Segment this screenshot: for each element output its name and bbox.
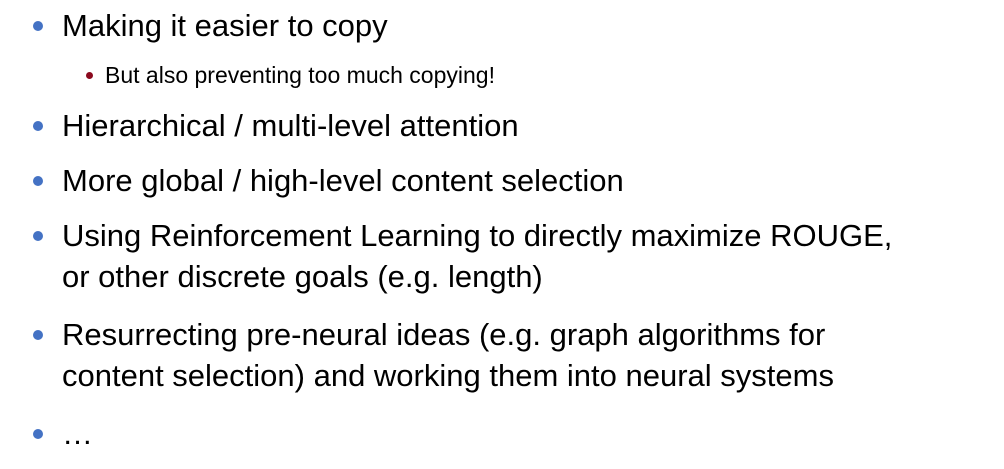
bullet-dot-4 [33, 231, 43, 241]
bullet-item-4: Using Reinforcement Learning to directly… [62, 215, 892, 297]
bullet-item-6: … [62, 416, 93, 451]
bullet-item-5-line-1: Resurrecting pre-neural ideas (e.g. grap… [62, 317, 826, 352]
bullet-item-1: Making it easier to copy [62, 8, 388, 43]
bullet-item-4-line-1: Using Reinforcement Learning to directly… [62, 218, 893, 253]
bullet-dot-3 [33, 176, 43, 186]
bullet-dot-6 [33, 429, 43, 439]
bullet-dot-1 [33, 21, 43, 31]
sub-bullet-item-1: But also preventing too much copying! [105, 62, 495, 88]
bullet-dot-5 [33, 330, 43, 340]
bullet-item-5-line-2: content selection) and working them into… [62, 358, 834, 393]
bullet-item-5: Resurrecting pre-neural ideas (e.g. grap… [62, 314, 834, 396]
bullet-dot-2 [33, 121, 43, 131]
bullet-item-3: More global / high-level content selecti… [62, 163, 624, 198]
bullet-item-4-line-2: or other discrete goals (e.g. length) [62, 259, 543, 294]
bullet-item-2: Hierarchical / multi-level attention [62, 108, 519, 143]
sub-bullet-dot-1 [86, 72, 93, 79]
